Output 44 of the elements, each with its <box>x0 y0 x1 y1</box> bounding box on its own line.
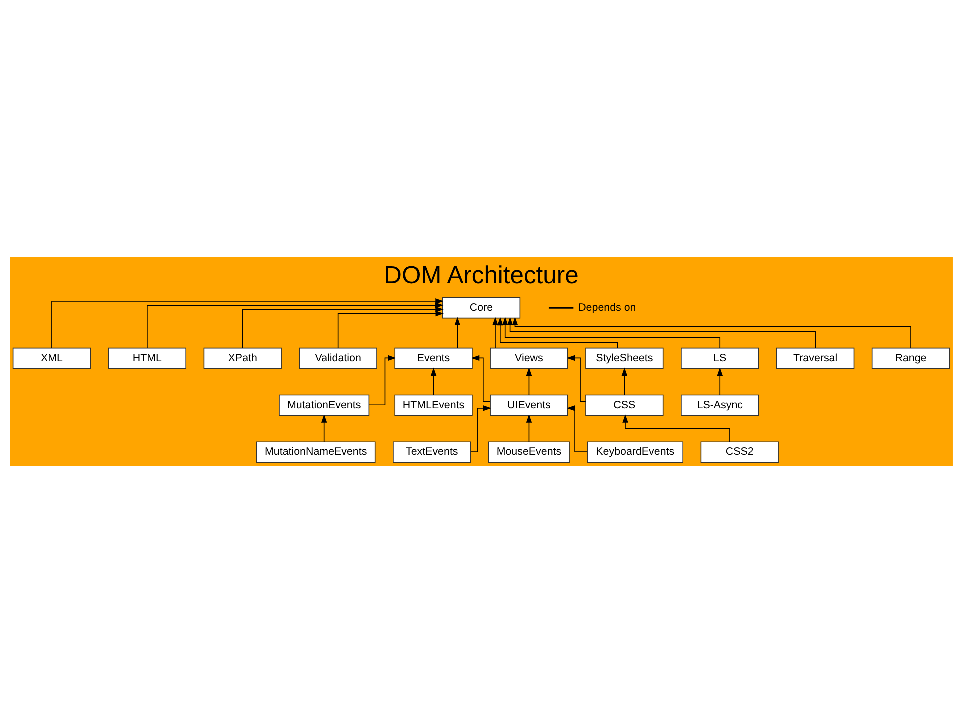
arrow <box>507 317 816 348</box>
node-box: Events <box>394 348 473 370</box>
arrow <box>147 302 444 349</box>
node-box: Core <box>442 297 521 319</box>
node-box: Traversal <box>776 348 855 370</box>
node-box: Range <box>872 348 950 370</box>
arrow <box>717 368 723 396</box>
node-box: MouseEvents <box>488 442 570 464</box>
arrow <box>526 368 532 396</box>
node-box: Validation <box>299 348 378 370</box>
arrow <box>566 355 586 402</box>
node-box: XPath <box>204 348 282 370</box>
arrow <box>368 355 396 406</box>
node-box: TextEvents <box>393 442 472 464</box>
node-box: KeyboardEvents <box>587 442 684 464</box>
arrow <box>321 414 328 442</box>
arrow <box>498 317 618 348</box>
arrow <box>471 355 491 402</box>
arrow <box>52 298 444 349</box>
arrow <box>338 310 444 349</box>
arrow <box>454 317 461 349</box>
arrow <box>492 317 498 349</box>
node-box: HTML <box>108 348 187 370</box>
node-box: LS <box>681 348 760 370</box>
arrow <box>242 306 444 349</box>
arrow <box>470 406 492 452</box>
arrow <box>512 317 912 349</box>
diagram-title: DOM Architecture <box>384 262 579 290</box>
legend-label: Depends on <box>578 302 636 314</box>
node-box: MutationNameEvents <box>256 442 376 464</box>
node-box: XML <box>12 348 92 370</box>
node-box: StyleSheets <box>586 348 664 370</box>
arrow <box>430 368 437 396</box>
node-box: HTMLEvents <box>394 394 473 416</box>
node-box: Views <box>490 348 568 370</box>
node-box: LS-Async <box>681 394 760 416</box>
node-box: CSS2 <box>700 442 779 464</box>
arrow <box>622 368 628 396</box>
node-box: CSS <box>586 394 664 416</box>
arrow <box>526 414 532 442</box>
node-box: UIEvents <box>490 394 568 416</box>
arrow <box>622 414 730 442</box>
arrow <box>502 317 721 349</box>
node-box: MutationEvents <box>279 394 370 416</box>
